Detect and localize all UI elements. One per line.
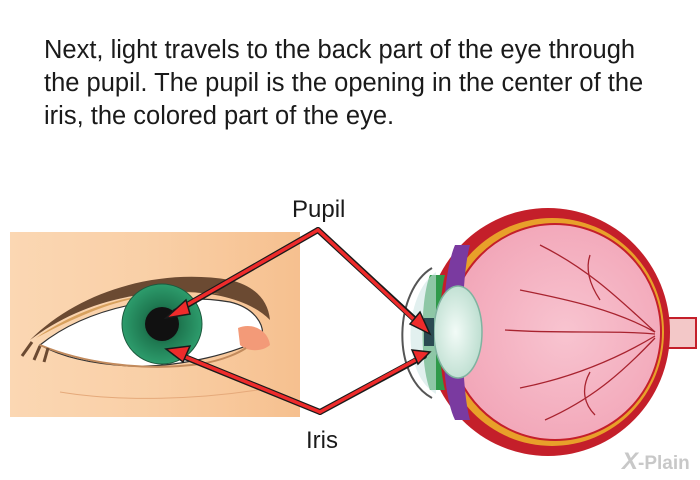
arrow-pupil-front bbox=[176, 228, 320, 312]
arrowhead-iris-front bbox=[164, 345, 192, 364]
aqueous-humor bbox=[410, 272, 436, 394]
lens bbox=[433, 285, 483, 379]
brand-text: -Plain bbox=[638, 453, 690, 474]
arrowhead-pupil-front bbox=[163, 298, 191, 320]
arrow-pupil-section bbox=[316, 228, 423, 328]
tear-duct bbox=[238, 325, 270, 351]
arrow-iris-front bbox=[176, 352, 322, 414]
brand-logo: X-Plain bbox=[622, 448, 690, 476]
brand-x: X bbox=[622, 448, 639, 475]
front-eye bbox=[10, 232, 300, 417]
arrow-heads bbox=[163, 298, 432, 366]
label-pupil: Pupil bbox=[292, 196, 346, 223]
skin-line bbox=[59, 387, 271, 399]
caption-text: Next, light travels to the back part of … bbox=[44, 36, 644, 130]
label-iris: Iris bbox=[306, 427, 338, 454]
arrowhead-iris-section bbox=[410, 349, 432, 366]
arrow-iris-section bbox=[318, 355, 423, 414]
cornea bbox=[401, 267, 433, 399]
eye-cross-section bbox=[401, 208, 697, 456]
lower-eyelid bbox=[39, 344, 247, 368]
blood-vessels bbox=[504, 244, 656, 421]
arrows bbox=[176, 228, 423, 414]
eyelashes bbox=[20, 341, 50, 363]
arrowhead-pupil-section bbox=[408, 310, 432, 336]
